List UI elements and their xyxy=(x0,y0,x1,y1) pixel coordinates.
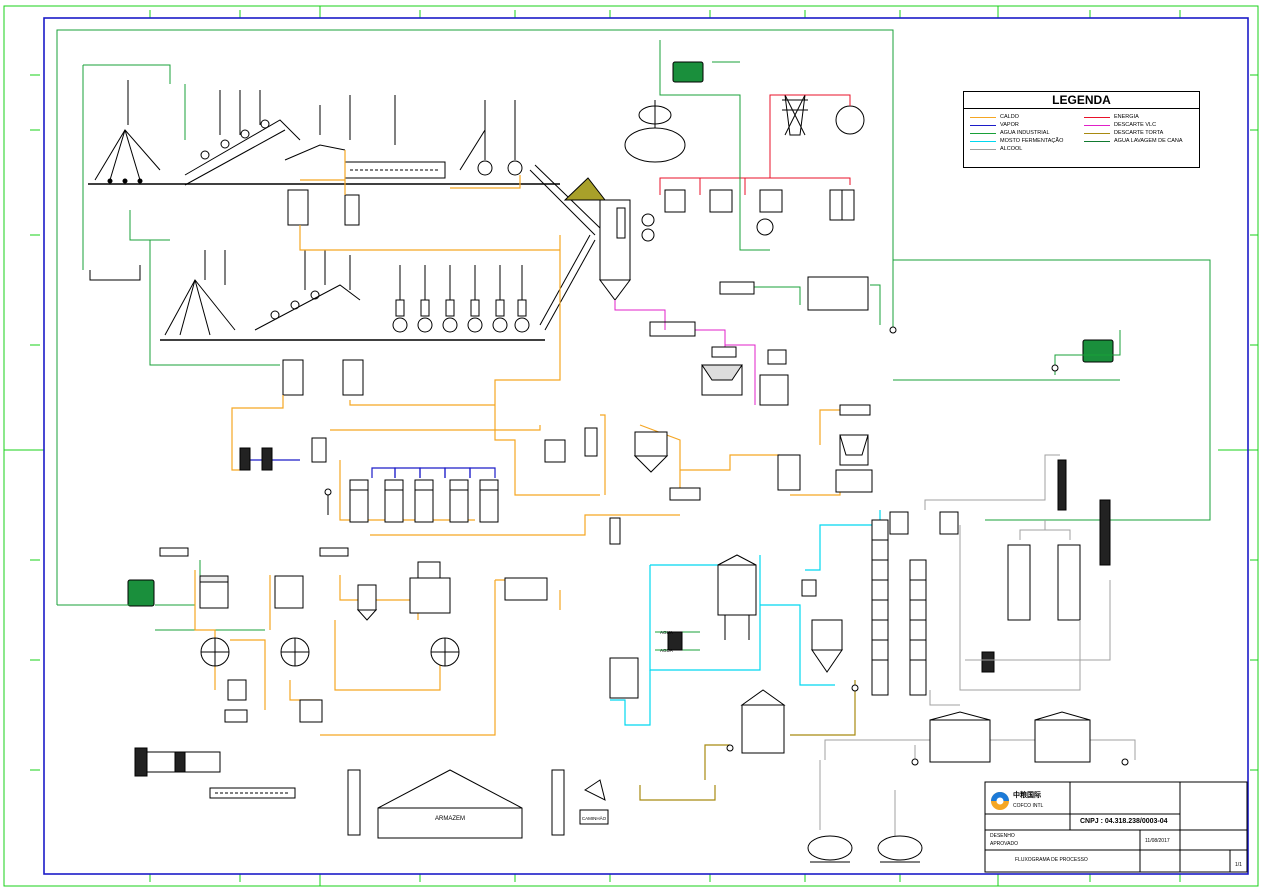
legend-label: VAPOR xyxy=(1000,122,1019,128)
legend-swatch xyxy=(970,125,996,126)
drawing-date: 11/08/2017 xyxy=(1145,838,1170,844)
outer-frame xyxy=(3,5,1259,887)
bagasse-pile xyxy=(563,177,607,201)
sugar-dryer xyxy=(134,747,296,799)
vlc-lines xyxy=(614,300,756,405)
warehouse xyxy=(377,769,523,839)
field-aprovado: APROVADO xyxy=(990,841,1018,847)
warehouse-label: ARMAZEM xyxy=(435,816,465,822)
legend-swatch xyxy=(1084,133,1110,134)
pumps xyxy=(726,326,1129,766)
fermentation-vessels xyxy=(609,554,843,699)
legend-title: LEGENDA xyxy=(964,92,1199,109)
torta-lines xyxy=(639,680,856,801)
legend: LEGENDA CALDO VAPOR AGUA INDUSTRIAL MOSTO F… xyxy=(963,91,1200,168)
boiler xyxy=(599,100,686,301)
legend-label: CALDO xyxy=(1000,114,1019,120)
legend-label: ALCOOL xyxy=(1000,146,1023,152)
water-lines xyxy=(56,29,1211,651)
mill-line-2 xyxy=(89,250,545,396)
juice-treatment xyxy=(239,404,873,545)
bagasse-conveyor xyxy=(529,164,601,331)
drawing-border xyxy=(43,17,1249,875)
turbo-generators xyxy=(664,189,855,236)
alcohol-storage xyxy=(807,711,1091,863)
legend-swatch xyxy=(1084,125,1110,126)
legend-swatch xyxy=(1084,141,1110,142)
legend-swatch xyxy=(970,141,996,142)
legend-label: DESCARTE VLC xyxy=(1114,122,1157,128)
legend-swatch xyxy=(1084,117,1110,118)
legend-label: DESCARTE TORTA xyxy=(1114,130,1164,136)
vinasse-tank xyxy=(740,689,786,754)
fermentation-lines xyxy=(610,510,881,726)
cofco-logo xyxy=(991,792,1009,810)
power-tower xyxy=(782,94,865,136)
cnpj-number: CNPJ : 04.318.238/0003-04 xyxy=(1080,818,1168,825)
caldo-lines xyxy=(194,150,841,736)
mill-line-1 xyxy=(88,80,560,226)
legend-label: AGUA LAVAGEM DE CANA xyxy=(1114,138,1183,144)
drawing-title: FLUXOGRAMA DE PROCESSO xyxy=(1015,857,1088,863)
legend-swatch xyxy=(970,117,996,118)
distillation-columns xyxy=(871,459,1111,696)
agua-label-2: AGUA xyxy=(660,648,673,653)
agua-label-1: AGUA xyxy=(660,630,673,635)
evaporators xyxy=(324,479,499,523)
filter-press xyxy=(649,276,869,406)
legend-label: ENERGIA xyxy=(1114,114,1139,120)
company-name-cn: 中粮国际 xyxy=(1013,792,1041,799)
sheet-number: 1/1 xyxy=(1235,862,1242,868)
truck-loading xyxy=(579,779,609,825)
cooling-tower-top xyxy=(127,61,1114,607)
frame-ticks xyxy=(30,10,1258,882)
legend-swatch xyxy=(970,133,996,134)
legend-label: AGUA INDUSTRIAL xyxy=(1000,130,1050,136)
company-name-en: COFCO INTL xyxy=(1013,803,1044,809)
title-block-frame xyxy=(984,781,1248,873)
truck-label: CAMINHÃO xyxy=(582,815,607,821)
energy-lines xyxy=(659,94,851,195)
legend-swatch xyxy=(970,149,996,150)
field-desenho: DESENHO xyxy=(990,833,1015,839)
vapor-lines xyxy=(248,459,496,478)
legend-label: MOSTO FERMENTAÇÃO xyxy=(1000,138,1064,144)
crystallizers xyxy=(159,547,548,723)
elevators xyxy=(347,769,565,836)
